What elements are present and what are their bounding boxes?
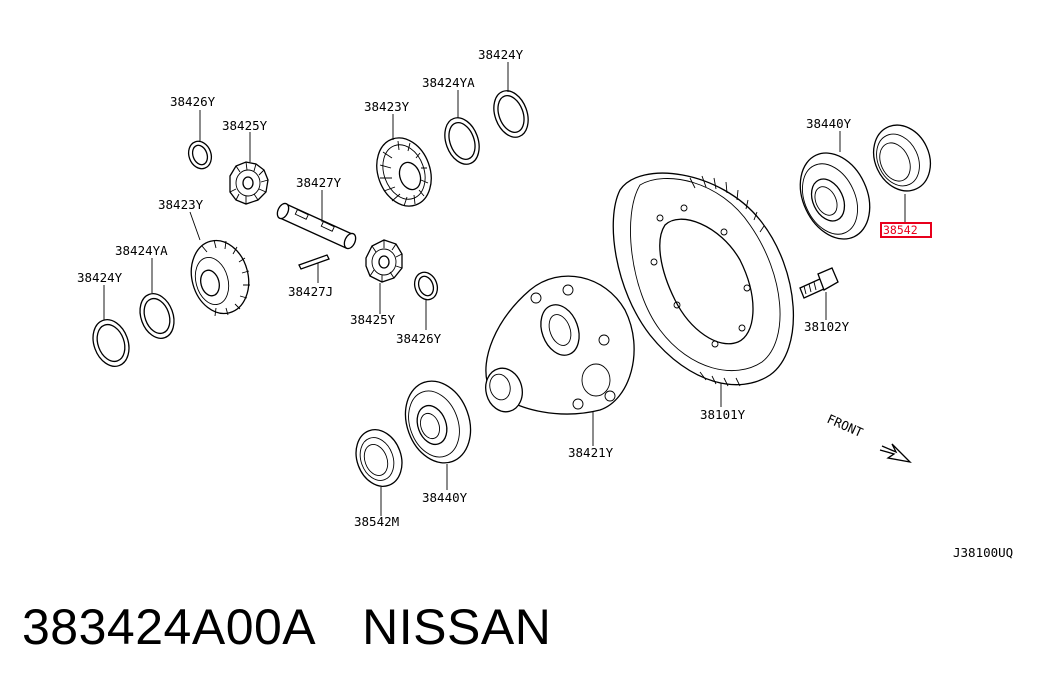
label-38440Y-right: 38440Y (806, 116, 852, 131)
lock-pin-38427J[interactable] (298, 254, 330, 270)
label-38421Y: 38421Y (568, 445, 614, 460)
label-38425Y-left: 38425Y (222, 118, 268, 133)
label-38102Y: 38102Y (804, 319, 850, 334)
label-38425Y-mid: 38425Y (350, 312, 396, 327)
washer-38426Y-left[interactable] (185, 138, 215, 172)
bolt-38102Y[interactable] (799, 267, 839, 299)
washer-38424Y-left[interactable] (87, 315, 135, 372)
label-38424Y-top: 38424Y (478, 47, 524, 62)
reference-code: J38100UQ (953, 545, 1013, 560)
label-38426Y-left: 38426Y (170, 94, 216, 109)
side-gear-38423Y-top[interactable] (368, 130, 441, 214)
ring-gear-38101Y[interactable] (612, 172, 795, 387)
label-38427J: 38427J (288, 284, 333, 299)
washer-38424YA-top[interactable] (439, 113, 485, 169)
side-gear-38423Y-left[interactable] (183, 234, 256, 320)
front-arrow-icon (879, 443, 912, 464)
label-38542M: 38542M (354, 514, 399, 529)
leader-lines (103, 62, 906, 516)
washer-38424Y-top[interactable] (488, 86, 534, 142)
exploded-parts-diagram: 38424Y 38424YA 38423Y 38426Y 38425Y 3842… (77, 47, 1013, 560)
label-38424YA-top: 38424YA (422, 75, 475, 90)
label-38426Y-mid: 38426Y (396, 331, 442, 346)
front-label: FRONT (825, 411, 866, 440)
oil-seal-38542M-bottom[interactable] (348, 423, 409, 493)
oil-seal-38542-right[interactable] (863, 116, 941, 200)
highlight-box-38542[interactable] (880, 222, 932, 238)
label-38423Y-top: 38423Y (364, 99, 410, 114)
washer-38424YA-left[interactable] (134, 289, 180, 343)
differential-case-38421Y[interactable] (481, 275, 635, 416)
pinion-gear-38425Y-left[interactable] (229, 161, 269, 205)
label-38542-highlight[interactable]: 38542 (883, 223, 918, 237)
washer-38426Y-mid[interactable] (411, 269, 441, 303)
part-caption: 383424A00A NISSAN (22, 598, 551, 656)
bearing-38440Y-bottom[interactable] (395, 372, 482, 472)
label-38423Y-left: 38423Y (158, 197, 204, 212)
part-number: 383424A00A (22, 599, 317, 655)
label-38101Y: 38101Y (700, 407, 746, 422)
label-38440Y-bottom: 38440Y (422, 490, 468, 505)
pinion-shaft-38427Y[interactable] (275, 202, 358, 251)
pinion-gear-38425Y-mid[interactable] (365, 239, 403, 283)
bearing-38440Y-right[interactable] (787, 142, 883, 251)
label-38424Y-left: 38424Y (77, 270, 123, 285)
brand-name: NISSAN (362, 599, 552, 655)
label-38427Y: 38427Y (296, 175, 342, 190)
label-38424YA-left: 38424YA (115, 243, 168, 258)
